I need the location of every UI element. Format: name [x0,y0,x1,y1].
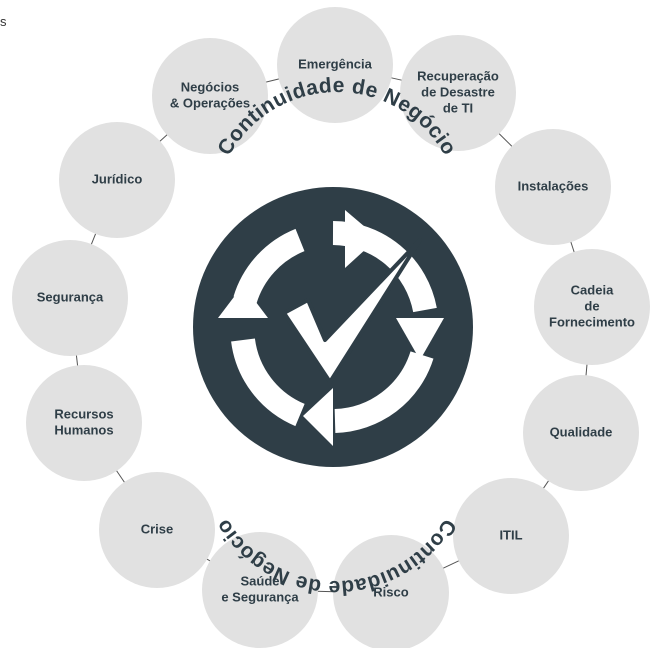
node-label: Segurança [37,289,104,304]
arrow-head-top [345,210,378,268]
node-circle [495,129,611,245]
node-crise: Crise [99,472,215,588]
node-label: Saúde [240,573,279,588]
node-label: Risco [373,584,408,599]
node-label: Recuperação [417,68,499,83]
connector-line [158,133,169,143]
node-circle [12,240,128,356]
connector-line [569,240,576,254]
node-circle [333,535,449,648]
node-circle [99,472,215,588]
node-negocios: Negócios& Operações [152,38,268,154]
edge-text-fragment: s [0,14,7,29]
node-label: de Desastre [421,84,495,99]
connector-line [542,479,550,490]
node-itil: ITIL [453,478,569,594]
node-risco: Risco [333,535,449,648]
connector-line [115,468,126,485]
arrow-head-right [396,318,444,360]
node-circle [534,249,650,365]
connector-line [585,362,588,378]
node-label: Recursos [54,406,113,421]
node-label: Emergência [298,56,372,71]
arrow-arc-left [231,338,305,427]
ring-connectors [75,76,588,593]
connector-line [497,132,514,148]
node-circle [59,122,175,238]
node-label: de TI [443,100,473,115]
arrow-arc-upper-left [233,228,305,304]
node-emergencia: Emergência [277,7,393,123]
node-label: Qualidade [550,424,613,439]
connector-line [441,559,461,570]
node-qualidade: Qualidade [523,375,639,491]
check-mark-icon [282,238,422,384]
center-hub [193,187,473,467]
node-label: Humanos [54,422,113,437]
node-circle [400,35,516,151]
node-circle [453,478,569,594]
node-label: Negócios [181,79,240,94]
node-circle [202,532,318,648]
refresh-check-icon [218,210,444,446]
node-label: ITIL [499,527,522,542]
node-circle [523,375,639,491]
node-label: de [584,298,599,313]
connector-line [75,353,79,368]
node-label: Cadeia [571,282,614,297]
node-seguranca: Segurança [12,240,128,356]
node-label: e Segurança [221,589,299,604]
node-circle [277,7,393,123]
connector-line [389,76,404,82]
node-label: Crise [141,521,174,536]
node-label: Instalações [518,178,589,193]
node-instalacoes: Instalações [495,129,611,245]
node-circle [26,365,142,481]
arrow-head-left [218,285,268,318]
connector-line [264,77,281,84]
node-label: & Operações [170,95,250,110]
node-label: Jurídico [92,171,143,186]
connector-line [90,231,97,247]
arrow-arc-bottom [334,351,434,433]
node-juridico: Jurídico [59,122,175,238]
arrow-head-bottom [303,388,333,446]
node-label: Fornecimento [549,314,635,329]
node-circle [152,38,268,154]
